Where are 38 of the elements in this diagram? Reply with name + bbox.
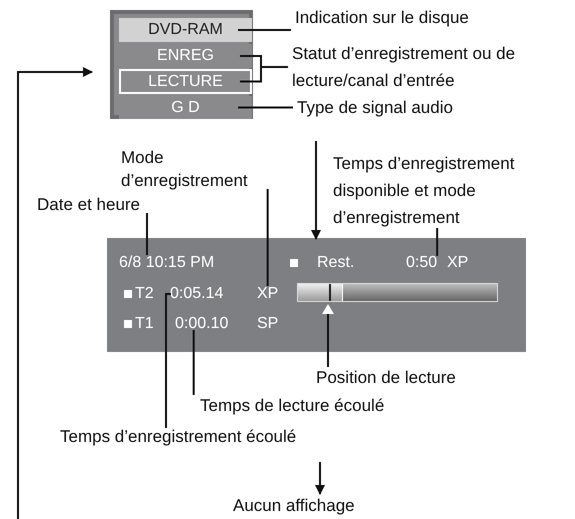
display-text: 0:50 bbox=[406, 253, 438, 273]
leader-line bbox=[238, 106, 293, 108]
callout-label: Indication sur le disque bbox=[295, 4, 469, 31]
leader-line bbox=[238, 29, 291, 31]
callout-label: Mode d’enregistrement bbox=[121, 146, 291, 192]
callout-label: Temps d’enregistrement disponible et mode d’enregistrement bbox=[333, 150, 565, 231]
display-text: SP bbox=[257, 314, 278, 334]
leader-line bbox=[436, 228, 438, 256]
display-text: T2 bbox=[135, 284, 154, 304]
display-text: XP bbox=[447, 253, 468, 273]
display-text: 6/8 10:15 PM bbox=[119, 253, 214, 273]
arrow bbox=[311, 141, 321, 240]
leader-line bbox=[192, 330, 195, 395]
leader-line bbox=[165, 293, 171, 428]
display-text: 0:05.14 bbox=[170, 284, 224, 304]
arrow bbox=[315, 462, 325, 495]
display-text: 0:00.10 bbox=[175, 314, 228, 334]
callout-label: Type de signal audio bbox=[297, 94, 453, 121]
display-row: LECTURE bbox=[119, 69, 252, 94]
callout-label: Date et heure bbox=[37, 194, 140, 216]
leader-line bbox=[146, 213, 148, 255]
state-label: Aucun affichage bbox=[233, 492, 355, 519]
display-panel bbox=[107, 238, 526, 352]
callout-label: Statut d’enregistrement ou de lecture/canal d’entrée bbox=[292, 40, 564, 94]
display-row: DVD-RAM bbox=[119, 18, 252, 42]
callout-label: Temps d’enregistrement écoulé bbox=[60, 423, 296, 450]
leader-line bbox=[266, 189, 269, 286]
display-text: T1 bbox=[135, 314, 154, 334]
callout-label: Temps de lecture écoulé bbox=[200, 392, 384, 419]
leader-line bbox=[240, 66, 288, 82]
leader-line bbox=[327, 314, 329, 367]
display-panel bbox=[110, 10, 253, 119]
display-text: Rest. bbox=[317, 253, 354, 273]
position-marker bbox=[322, 304, 334, 314]
display-row: G D bbox=[119, 96, 252, 119]
display-text: XP bbox=[257, 284, 278, 304]
progress-bar bbox=[297, 283, 498, 302]
callout-label: Position de lecture bbox=[316, 364, 456, 391]
